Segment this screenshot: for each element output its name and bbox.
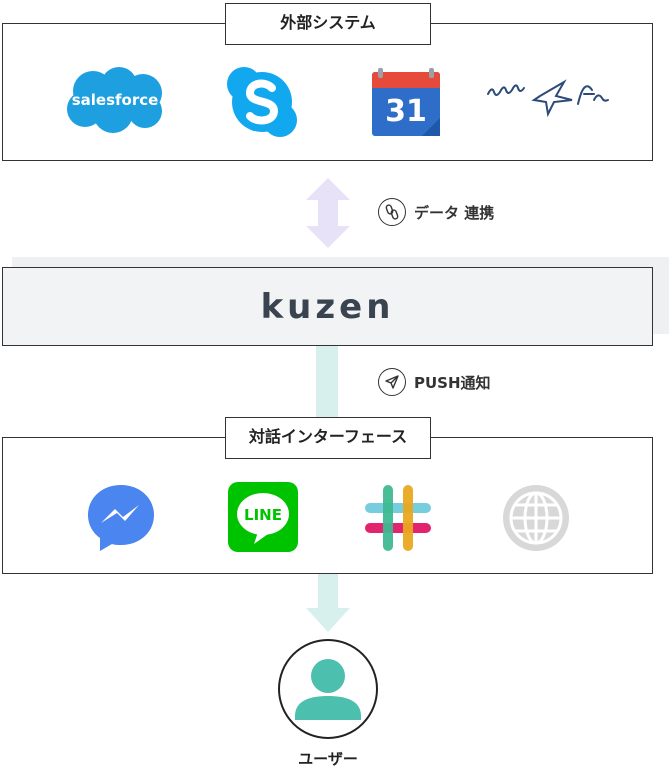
line-text: LINE bbox=[244, 506, 282, 524]
chat-interfaces-label: 対話インターフェース bbox=[225, 417, 431, 459]
push-connector bbox=[316, 346, 338, 438]
bidirectional-arrow bbox=[306, 178, 350, 248]
google-calendar-icon: 31 bbox=[372, 68, 440, 136]
web-globe-icon bbox=[503, 485, 569, 551]
kuzen-box: kuzen bbox=[2, 267, 653, 346]
data-link-label: データ 連携 bbox=[414, 203, 495, 222]
user-label: ユーザー bbox=[298, 750, 358, 768]
external-systems-label: 外部システム bbox=[225, 3, 431, 45]
kuzen-logo: kuzen bbox=[260, 286, 395, 327]
user-avatar-icon bbox=[278, 639, 378, 739]
calendar-day: 31 bbox=[385, 94, 427, 129]
down-arrow bbox=[306, 574, 350, 632]
skype-icon bbox=[227, 67, 297, 137]
paper-plane-icon bbox=[378, 368, 406, 396]
data-link-label-group: データ 連携 bbox=[378, 198, 494, 226]
kintone-swallow-icon bbox=[487, 79, 609, 118]
link-icon bbox=[378, 198, 406, 226]
salesforce-text: salesforce bbox=[72, 91, 159, 109]
messenger-icon bbox=[88, 485, 154, 551]
line-icon: LINE bbox=[228, 482, 298, 552]
push-label: PUSH通知 bbox=[414, 373, 491, 392]
push-label-group: PUSH通知 bbox=[378, 368, 491, 396]
slack-icon bbox=[365, 485, 431, 551]
salesforce-icon: salesforce bbox=[67, 67, 162, 133]
